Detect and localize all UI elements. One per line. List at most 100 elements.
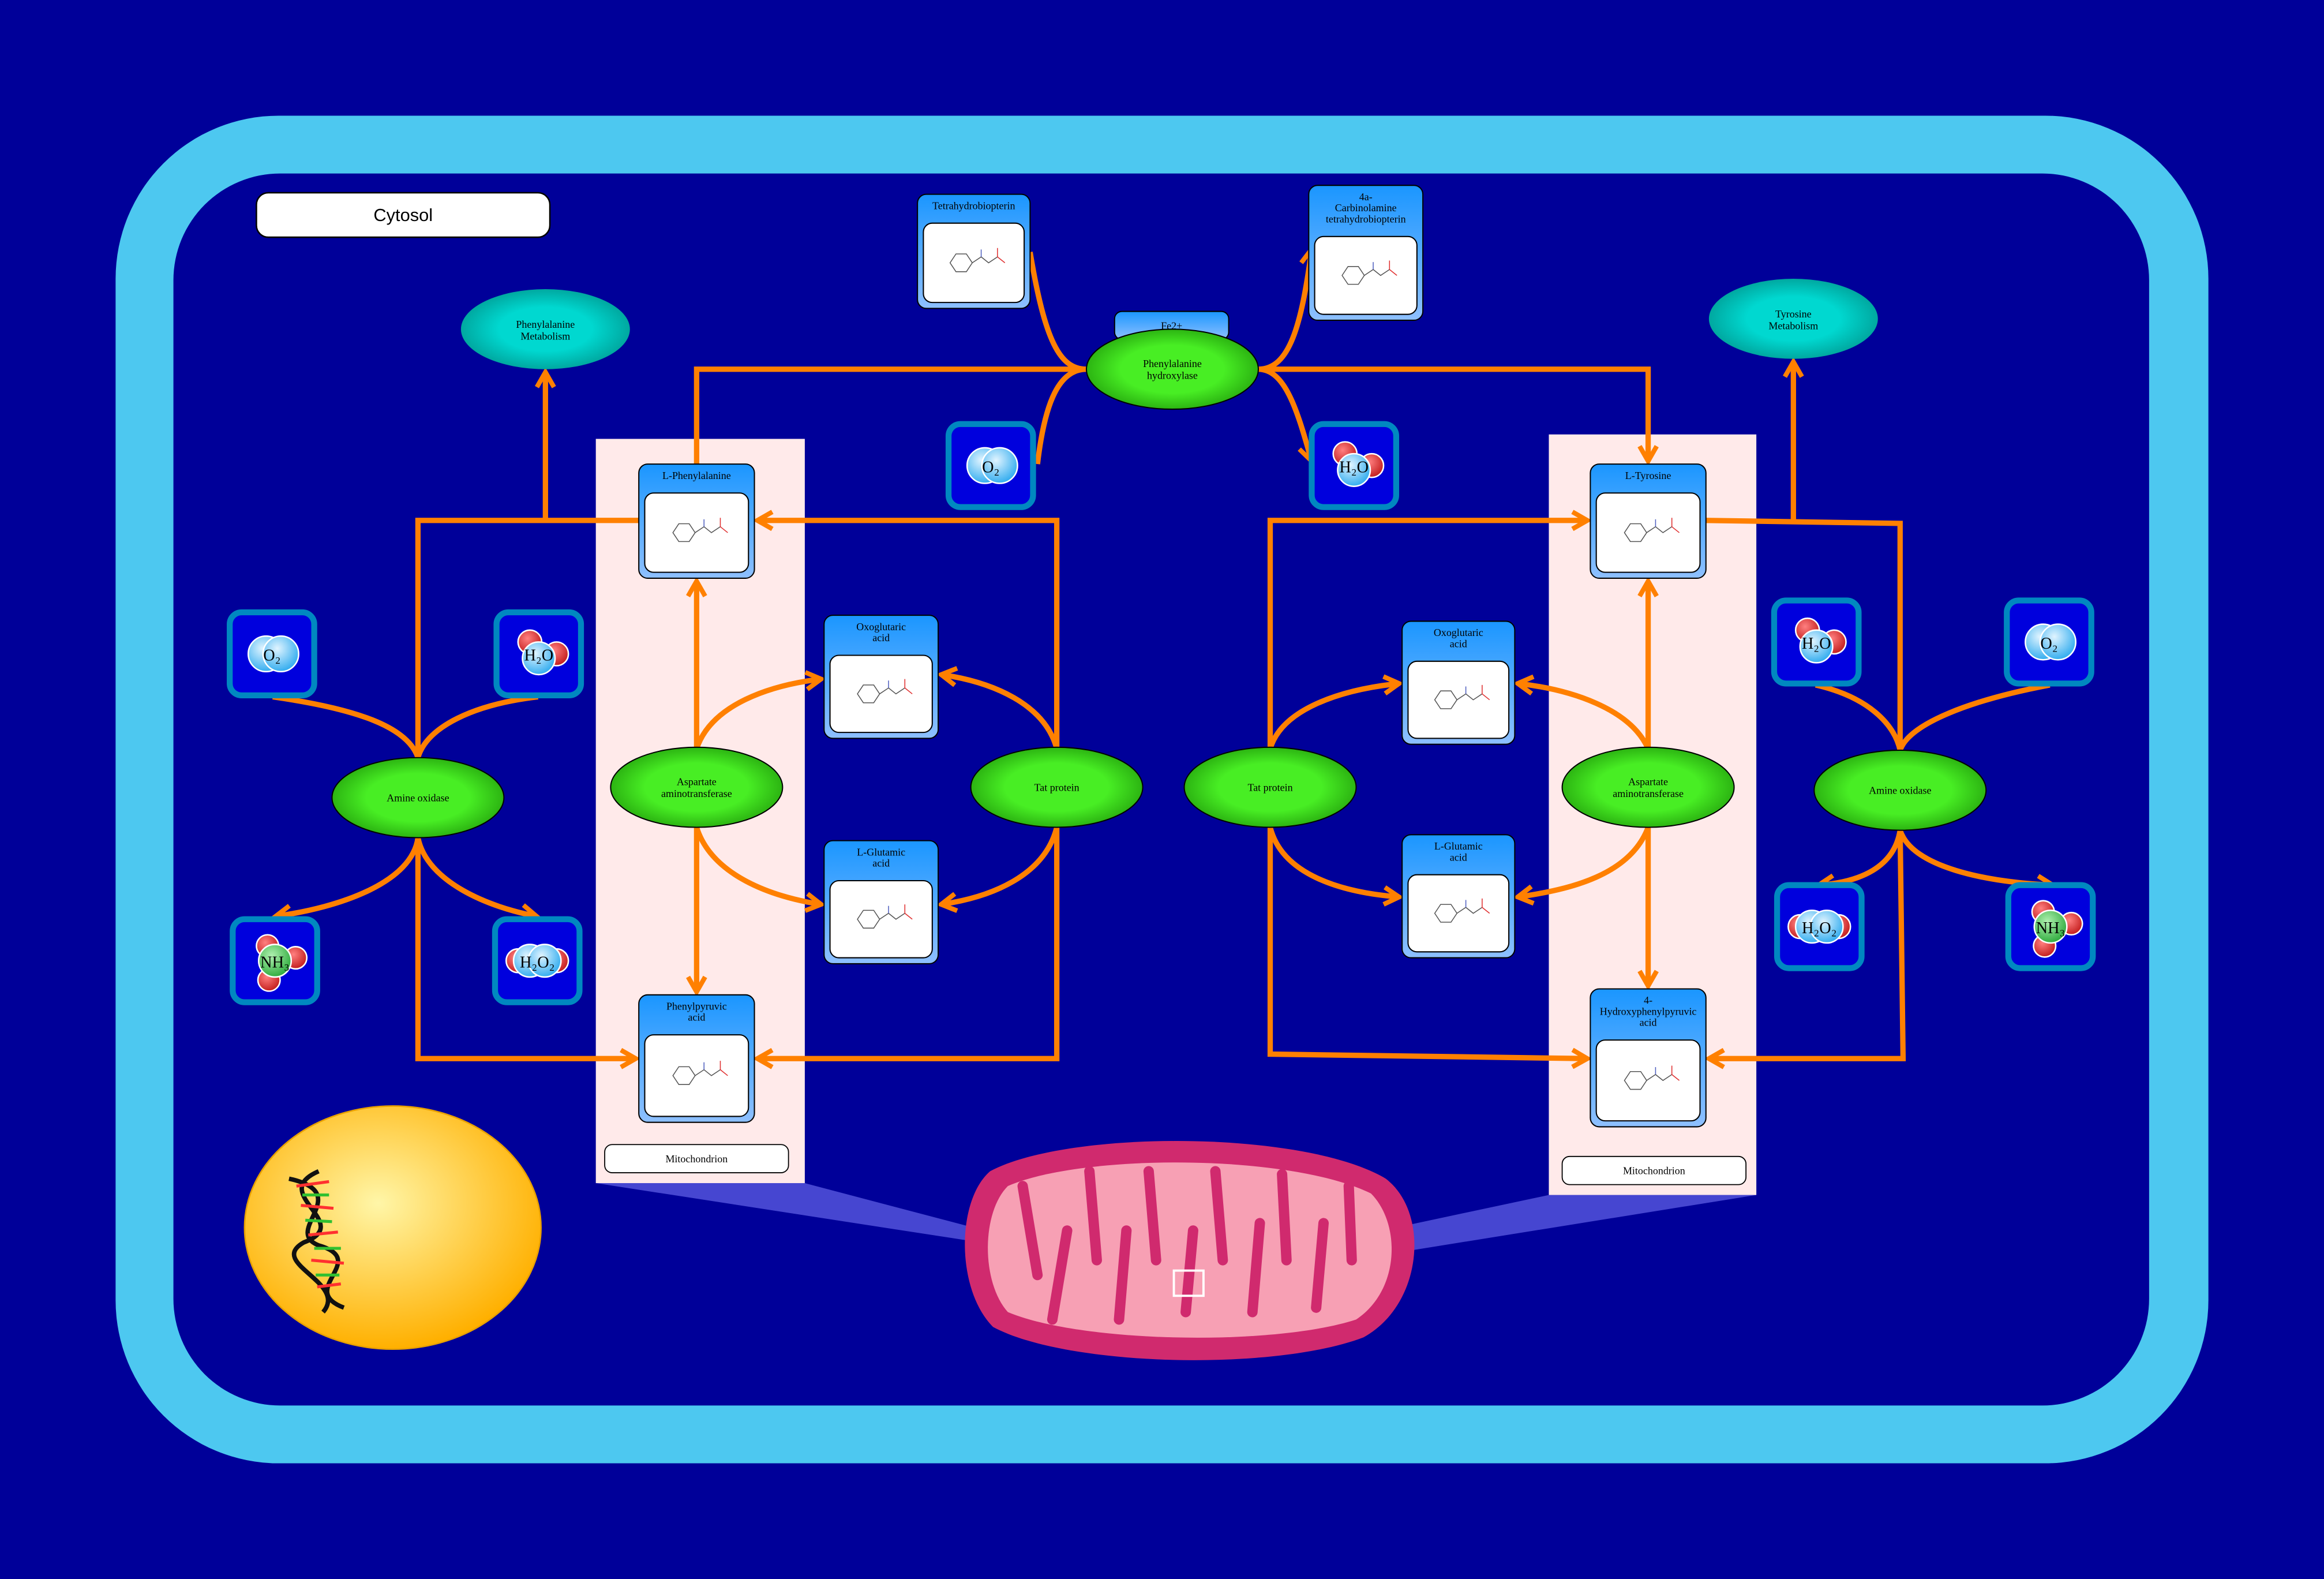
reaction-edge — [415, 837, 636, 1058]
node-label: acid — [1450, 638, 1467, 649]
node-label: Oxoglutaric — [856, 621, 906, 633]
reaction-edge — [1815, 682, 1903, 751]
h2o-molecule-icon — [1332, 441, 1385, 487]
enzyme-ao_r[interactable]: Amine oxidase — [1813, 749, 1987, 831]
structure-image — [1407, 874, 1510, 953]
structure-image — [829, 654, 933, 734]
node-label: Phenylalanine — [1143, 358, 1202, 369]
molecule-formula: H₂O — [1339, 458, 1369, 476]
h2o-molecule-icon — [517, 629, 569, 676]
node-label: Tat protein — [1034, 782, 1079, 794]
reaction-edge — [694, 826, 821, 905]
reaction-edges — [273, 249, 2053, 1059]
structure-image — [1407, 660, 1510, 739]
molecule-formula: H₂O — [524, 647, 553, 665]
node-label: Metabolism — [520, 330, 570, 342]
cytosol-label-box: Cytosol — [256, 192, 551, 238]
enzyme-tat_r[interactable]: Tat protein — [1183, 746, 1357, 828]
cofactor-label: Fe2+ — [1161, 320, 1182, 331]
small-molecule-o2_r[interactable]: O₂ — [2004, 597, 2094, 687]
mitochondrion-label-left-box: Mitochondrion — [604, 1144, 789, 1173]
node-label: acid — [872, 632, 890, 643]
reaction-edge — [1258, 366, 1648, 461]
small-molecule-h2o_l[interactable]: H₂O — [493, 609, 584, 699]
mitochondrion-label-left: Mitochondrion — [665, 1153, 728, 1165]
mitochondrion-label-right-box: Mitochondrion — [1561, 1155, 1747, 1185]
node-label: acid — [872, 858, 890, 869]
h2o-molecule-icon — [1794, 618, 1847, 664]
node-label: L-Phenylalanine — [662, 470, 731, 481]
reaction-edge — [415, 518, 639, 758]
chemical-structure-icon — [857, 904, 913, 929]
chemical-structure-icon — [1341, 260, 1397, 285]
small-molecule-h2o_t[interactable]: H₂O — [1309, 421, 1400, 510]
reaction-edge — [1518, 683, 1651, 750]
structure-image — [1314, 235, 1418, 315]
molecule-formula: H₂O₂ — [1802, 919, 1837, 937]
reaction-edge — [694, 366, 1086, 465]
reaction-edge — [272, 694, 421, 759]
small-molecule-nh3_l[interactable]: NH₃ — [230, 916, 320, 1005]
reaction-edge — [694, 679, 821, 750]
node-label: acid — [1640, 1017, 1657, 1028]
node-label: Phenylalanine — [516, 319, 575, 330]
node-label: L-Glutamic — [1434, 840, 1483, 852]
mitochondrion-organelle — [965, 1141, 1415, 1360]
reaction-edge — [941, 675, 1060, 750]
structure-image — [829, 880, 933, 959]
molecule-formula: NH₃ — [260, 953, 290, 971]
small-molecule-o2_t[interactable]: O₂ — [945, 421, 1036, 510]
reaction-edge — [1268, 826, 1399, 897]
reaction-edge — [1705, 518, 1903, 750]
chemical-structure-icon — [949, 248, 1006, 272]
reaction-edge — [276, 837, 421, 916]
node-label: aminotransferase — [661, 788, 732, 799]
o2-molecule-icon — [966, 447, 1018, 484]
small-molecule-nh3_r[interactable]: NH₃ — [2005, 882, 2096, 971]
small-molecule-h2o2_l[interactable]: H₂O₂ — [492, 916, 583, 1005]
small-molecule-h2o_r[interactable]: H₂O — [1771, 597, 1862, 687]
node-label: aminotransferase — [1613, 788, 1684, 799]
structure-image — [1595, 1039, 1701, 1122]
node-label: Tetrahydrobiopterin — [932, 200, 1015, 211]
molecule-formula: H₂O — [1802, 635, 1831, 653]
h2o2-molecule-icon — [1787, 910, 1851, 944]
small-molecule-h2o2_r[interactable]: H₂O₂ — [1774, 882, 1865, 971]
structure-image — [1595, 492, 1701, 573]
node-label: Carbinolamine — [1335, 202, 1397, 214]
compound-ltyr[interactable]: L-Tyrosine — [1590, 463, 1707, 579]
enzyme-tat_l[interactable]: Tat protein — [970, 746, 1144, 828]
reaction-edge — [1267, 827, 1588, 1059]
chemical-structure-icon — [1434, 684, 1490, 709]
nh3-molecule-icon — [2031, 900, 2083, 958]
reaction-edge — [415, 837, 537, 916]
h2o2-molecule-icon — [505, 944, 569, 978]
o2-molecule-icon — [248, 635, 299, 673]
node-label: Oxoglutaric — [1434, 627, 1483, 638]
compound-lphe[interactable]: L-Phenylalanine — [638, 463, 755, 579]
node-label: tetrahydrobiopterin — [1326, 213, 1406, 224]
cytosol-label: Cytosol — [373, 205, 433, 225]
structure-image — [644, 492, 749, 573]
reaction-edge — [1268, 683, 1399, 750]
node-label: Aspartate — [677, 776, 717, 787]
enzyme-ao_l[interactable]: Amine oxidase — [331, 757, 505, 839]
nucleus — [243, 1105, 542, 1350]
small-molecule-o2_l[interactable]: O₂ — [227, 609, 317, 699]
compound-bh4[interactable]: Tetrahydrobiopterin — [917, 193, 1031, 309]
reaction-edge — [758, 521, 1060, 749]
dna-helix-icon — [288, 1169, 345, 1314]
